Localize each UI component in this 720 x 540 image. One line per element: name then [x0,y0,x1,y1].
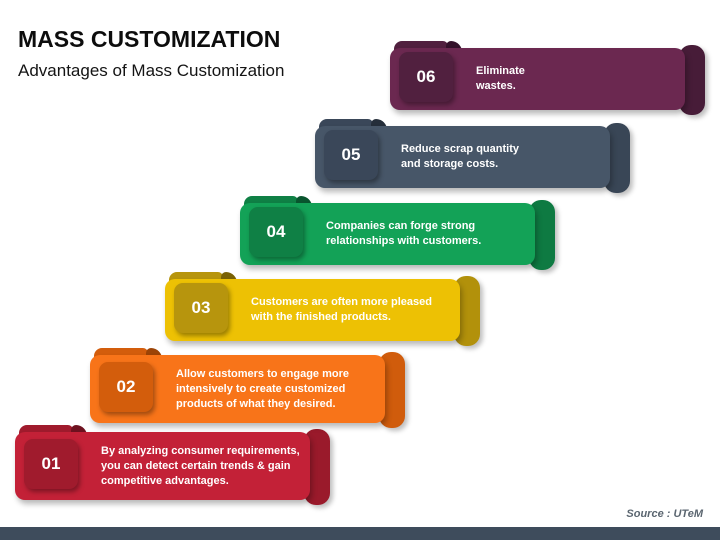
step-line: Reduce scrap quantity [401,143,519,155]
step-description: Customers are often more pleased with th… [251,279,456,341]
step-line: with the finished products. [251,311,391,323]
step-line: relationships with customers. [326,235,482,247]
step-line: Customers are often more pleased [251,296,432,308]
step-line: Allow customers to engage more [176,367,349,380]
step-row-04: 04 Companies can forge strong relationsh… [240,196,555,270]
step-description: Eliminate wastes. [476,48,681,110]
step-row-05: 05 Reduce scrap quantity and storage cos… [315,119,630,193]
step-number-badge: 05 [324,130,378,180]
step-number-badge: 04 [249,207,303,257]
step-number-badge: 02 [99,362,153,412]
step-number: 01 [41,454,61,473]
step-number: 02 [116,377,136,396]
step-row-06: 06 Eliminate wastes. [390,41,705,115]
step-row-01: 01 By analyzing consumer requirements, y… [15,425,330,505]
step-line: wastes. [476,80,516,92]
step-description: By analyzing consumer requirements, you … [101,432,306,500]
step-description: Companies can forge strong relationships… [326,203,531,265]
step-number: 06 [416,67,436,86]
step-line: By analyzing consumer requirements, [101,444,300,457]
step-number-badge: 01 [24,439,78,489]
step-description: Allow customers to engage more intensive… [176,355,381,423]
step-description: Reduce scrap quantity and storage costs. [401,126,606,188]
step-number: 03 [191,298,211,317]
page-title: MASS CUSTOMIZATION [18,26,281,53]
source-credit: Source : UTeM [626,508,703,520]
step-number: 04 [266,222,286,241]
step-line: competitive advantages. [101,474,229,487]
page-subtitle: Advantages of Mass Customization [18,61,285,81]
step-line: intensively to create customized [176,382,346,395]
step-line: Companies can forge strong [326,220,476,232]
step-line: and storage costs. [401,158,499,170]
step-line: products of what they desired. [176,397,336,410]
step-number-badge: 06 [399,52,453,102]
step-number-badge: 03 [174,283,228,333]
step-row-03: 03 Customers are often more pleased with… [165,272,480,346]
step-number: 05 [341,145,361,164]
step-row-02: 02 Allow customers to engage more intens… [90,348,405,428]
step-line: you can detect certain trends & gain [101,459,291,472]
footer-accent-bar [0,527,720,540]
step-line: Eliminate [476,65,525,77]
